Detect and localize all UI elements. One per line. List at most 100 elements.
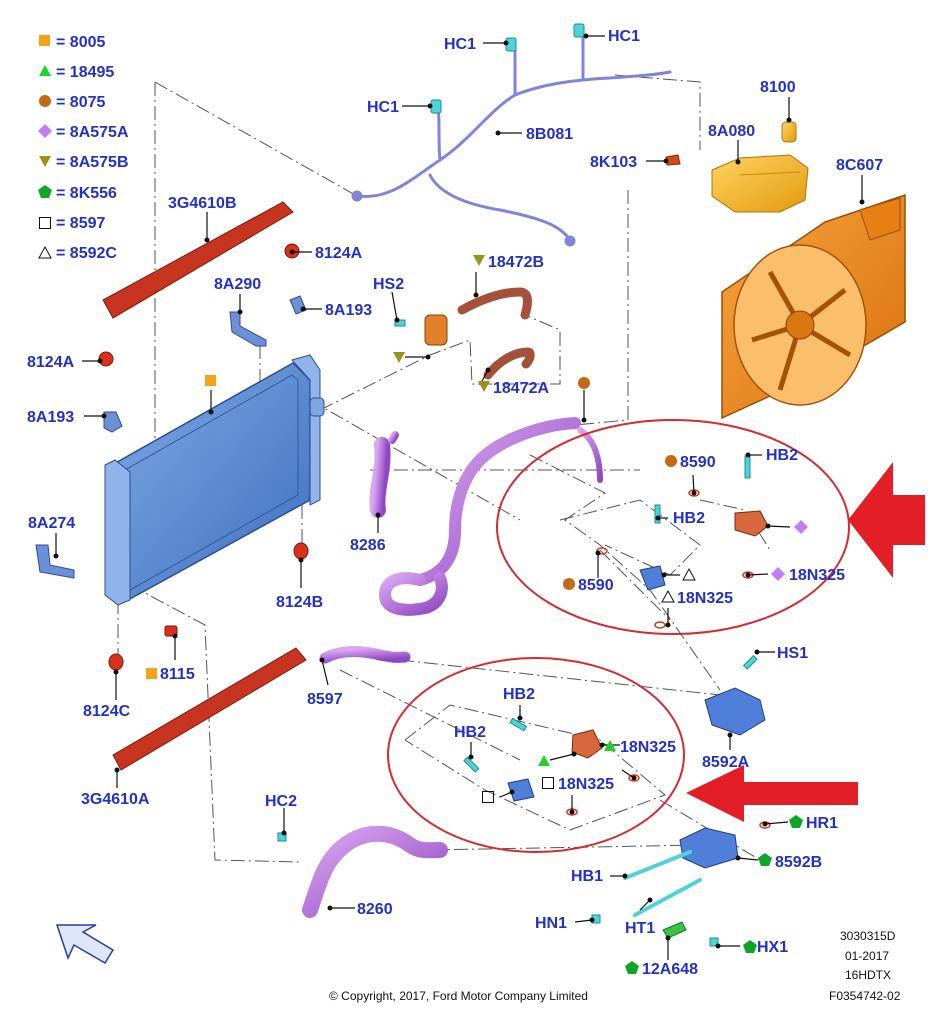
triangle-open-icon	[661, 589, 675, 603]
label-8a193: 8A193	[325, 302, 372, 319]
circle-brown-icon	[578, 377, 590, 389]
label-8590: 8590	[680, 454, 716, 471]
copper-hose	[457, 287, 535, 380]
legend-entry: = 8592C	[56, 245, 117, 262]
label-hb2: HB2	[673, 510, 705, 527]
front-direction-arrow	[55, 924, 115, 965]
square-open-icon	[542, 777, 554, 789]
pentagon-green-icon	[789, 815, 803, 828]
doc-model: 16HDTX	[845, 968, 891, 982]
coolant-valve	[571, 510, 769, 759]
label-8c607: 8C607	[836, 157, 883, 174]
label-8286: 8286	[350, 537, 386, 554]
label-hx1: HX1	[757, 939, 788, 956]
label-8b081: 8B081	[526, 126, 573, 143]
callout-highlight	[387, 419, 850, 853]
label-8a274: 8A274	[28, 515, 75, 532]
label-hb1: HB1	[571, 868, 603, 885]
square-orange-icon	[205, 375, 216, 386]
legend-entry: = 8A575B	[56, 154, 129, 171]
pentagon-green-icon	[743, 940, 757, 953]
triangle-green-icon	[604, 740, 616, 751]
isolator-mount	[98, 243, 309, 671]
label-18n325: 18N325	[677, 590, 733, 607]
diamond-violet-icon	[38, 124, 52, 138]
label-hc1: HC1	[367, 99, 399, 116]
figure-number: F0354742-02	[829, 989, 901, 1003]
legend-entry: = 8075	[56, 94, 105, 111]
leader-lines	[53, 33, 865, 960]
label-8124a: 8124A	[27, 354, 75, 371]
heater-hose-8260	[302, 825, 448, 918]
triangle-down-olive-icon	[39, 156, 51, 167]
callout-arrow-right	[848, 462, 925, 578]
label-hs1: HS1	[777, 645, 808, 662]
label-18n325: 18N325	[620, 739, 676, 756]
label-18n325: 18N325	[789, 567, 845, 584]
square-orange-icon	[146, 668, 157, 679]
label-12a648: 12A648	[642, 961, 698, 978]
label-8a193: 8A193	[27, 409, 74, 426]
circle-brown-icon	[39, 95, 51, 107]
callout-arrow-left	[686, 765, 858, 822]
label-8a080: 8A080	[708, 123, 755, 140]
doc-id: 3030315D	[840, 929, 896, 943]
coolant-temperature-sensor	[662, 921, 687, 939]
label-8592b: 8592B	[775, 854, 822, 871]
radiator	[104, 354, 325, 606]
label-8a290: 8A290	[214, 276, 261, 293]
triangle-open-icon	[682, 567, 696, 581]
label-8590: 8590	[578, 577, 614, 594]
triangle-down-olive-icon	[478, 381, 490, 392]
copyright-notice: © Copyright, 2017, Ford Motor Company Li…	[329, 989, 588, 1003]
legend-entry: = 8K556	[56, 185, 117, 202]
label-8100: 8100	[760, 79, 796, 96]
square-open-icon	[482, 791, 494, 803]
upper-radiator-hose	[369, 431, 399, 518]
bypass-hose-8597	[319, 646, 411, 664]
legend-entry: = 8005	[56, 34, 105, 51]
label-18472a: 18472A	[493, 380, 549, 397]
triangle-down-olive-icon	[473, 255, 485, 266]
label-hs2: HS2	[373, 276, 404, 293]
hose-valve-hs2	[394, 314, 448, 346]
label-8260: 8260	[357, 901, 393, 918]
label-ht1: HT1	[625, 920, 655, 937]
label-8k103: 8K103	[590, 154, 637, 171]
triangle-down-olive-icon	[393, 352, 405, 363]
document-meta: 3030315D 01-2017 16HDTX © Copyright, 201…	[329, 929, 901, 1003]
label-8592a: 8592A	[702, 754, 750, 771]
air-deflector	[102, 201, 307, 771]
diamond-violet-icon	[771, 567, 785, 581]
label-3g4610b: 3G4610B	[168, 195, 237, 212]
label-hr1: HR1	[806, 815, 838, 832]
square-orange-icon	[39, 35, 50, 46]
label-hb2: HB2	[766, 447, 798, 464]
triangle-green-icon	[39, 65, 51, 76]
label-hc1: HC1	[608, 28, 640, 45]
pentagon-green-icon	[625, 961, 639, 974]
reference-symbols	[146, 255, 808, 974]
label-8124a: 8124A	[315, 245, 363, 262]
assembly-lines	[117, 74, 771, 863]
fan-shroud	[721, 193, 906, 420]
pentagon-green-icon	[758, 853, 772, 866]
circle-brown-icon	[665, 455, 677, 467]
label-hc1: HC1	[444, 36, 476, 53]
coolant-line	[623, 850, 702, 917]
label-8124c: 8124C	[83, 703, 131, 720]
square-open-icon	[39, 217, 51, 229]
legend-entry: = 8597	[56, 215, 105, 232]
label-8124b: 8124B	[276, 594, 323, 611]
legend-entry: = 18495	[56, 64, 114, 81]
triangle-green-icon	[538, 755, 550, 766]
triangle-open-icon	[38, 245, 52, 259]
doc-date: 01-2017	[845, 949, 889, 963]
label-hn1: HN1	[535, 915, 567, 932]
label-8597: 8597	[307, 691, 343, 708]
label-18n325: 18N325	[558, 776, 614, 793]
label-18472b: 18472B	[488, 254, 544, 271]
pentagon-green-icon	[38, 185, 52, 198]
hose-clip	[277, 455, 758, 947]
label-hc2: HC2	[265, 793, 297, 810]
